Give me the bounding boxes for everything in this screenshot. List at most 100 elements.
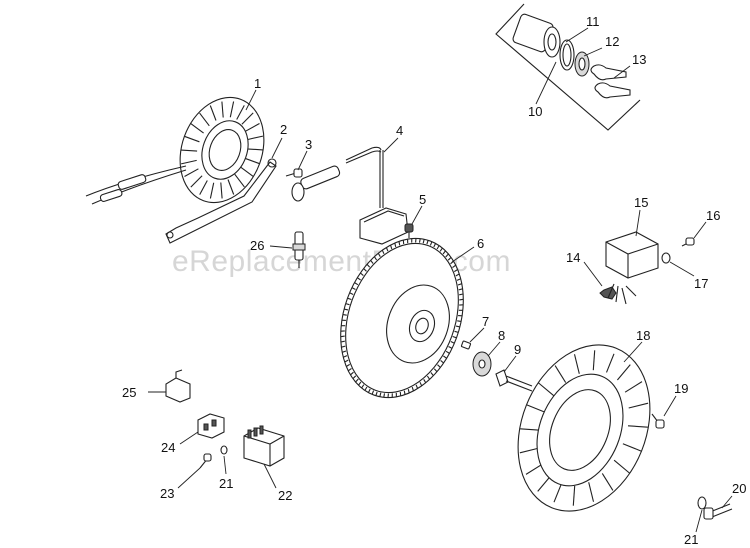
screw-19: [651, 413, 665, 429]
stator-tooth: [241, 112, 254, 125]
callout-13: 13: [632, 52, 646, 67]
flywheel-tooth: [445, 350, 450, 354]
callout-14: 14: [566, 250, 580, 265]
blower-fan: [517, 344, 651, 512]
flywheel-tooth: [347, 297, 352, 301]
fan-fin: [588, 482, 595, 502]
stator-tooth: [221, 101, 224, 118]
key-switch-assembly: [495, 3, 641, 131]
fan-fin: [538, 382, 555, 397]
flywheel-tooth: [360, 272, 364, 277]
flywheel-tooth: [383, 393, 386, 398]
flywheel-tooth: [407, 388, 410, 394]
stator-tooth: [220, 182, 223, 199]
flywheel-tooth: [448, 346, 453, 349]
terminal-24: [197, 413, 225, 439]
ground-bracket: [165, 158, 277, 244]
clip-25: [165, 369, 191, 403]
callout-4: 4: [396, 123, 403, 138]
fan-fin: [519, 447, 540, 454]
fan-fin: [627, 425, 648, 428]
flywheel-tooth: [456, 278, 461, 281]
flywheel-tooth: [358, 381, 362, 386]
fan-fin: [520, 428, 541, 431]
flywheel-tooth: [375, 391, 378, 396]
fan-fin: [613, 459, 630, 474]
flywheel-tooth: [379, 392, 382, 397]
callout-10: 10: [528, 104, 542, 119]
flywheel-tooth: [351, 287, 356, 290]
spark-plug: [292, 231, 306, 268]
stator-tooth: [229, 101, 235, 118]
flywheel-tooth: [340, 340, 345, 343]
stator-tooth: [199, 112, 210, 127]
callout-15: 15: [634, 195, 648, 210]
flywheel-tooth: [457, 283, 462, 286]
flywheel-tooth: [371, 390, 375, 395]
callout-6: 6: [477, 236, 484, 251]
stator-tooth: [234, 173, 245, 188]
callout-18: 18: [636, 328, 650, 343]
washer-21-left: [220, 445, 228, 455]
flywheel-tooth: [364, 386, 368, 391]
flywheel: [340, 237, 464, 399]
screw-3: [285, 168, 303, 178]
flywheel-tooth: [411, 386, 415, 392]
flywheel-tooth: [347, 367, 352, 372]
callout-21-left: 21: [219, 476, 233, 491]
screw-23: [199, 453, 212, 469]
watermark-text: eReplacementParts.com: [172, 245, 511, 278]
callout-7: 7: [482, 314, 489, 329]
flywheel-tooth: [419, 381, 423, 387]
flywheel-tooth: [340, 335, 345, 338]
rectifier-22: [243, 425, 285, 467]
callout-3: 3: [305, 137, 312, 152]
flywheel-tooth: [458, 288, 463, 291]
fan-fin: [525, 463, 544, 475]
flywheel-tooth: [370, 259, 374, 264]
stator-tooth: [190, 175, 203, 188]
flywheel-tooth: [345, 303, 350, 306]
fan-fin: [572, 485, 576, 506]
stator-tooth: [199, 180, 208, 195]
flywheel-tooth: [346, 363, 350, 367]
flywheel-tooth: [450, 341, 455, 344]
stator-tooth: [209, 182, 215, 199]
fan-fin: [624, 381, 643, 393]
flywheel-tooth: [430, 372, 434, 377]
stator-tooth: [180, 159, 197, 165]
flywheel-tooth: [385, 247, 389, 252]
flywheel-tooth: [429, 241, 433, 246]
callout-16: 16: [706, 208, 720, 223]
stator-tooth: [184, 168, 199, 177]
screw-16: [681, 237, 695, 247]
flywheel-tooth: [398, 241, 401, 246]
flywheel-tooth: [452, 264, 457, 269]
flywheel-tooth: [447, 257, 452, 261]
flywheel-tooth: [452, 335, 457, 339]
fan-fin: [537, 475, 552, 492]
flywheel-tooth: [344, 359, 349, 363]
flywheel-tooth: [356, 277, 361, 281]
callout-9: 9: [514, 342, 521, 357]
flywheel-tooth: [433, 368, 438, 373]
flywheel-tooth: [389, 244, 393, 250]
stator-tooth: [236, 105, 245, 120]
fan-fin: [622, 443, 642, 452]
flywheel-tooth: [455, 273, 460, 277]
flywheel-tooth: [440, 359, 444, 364]
callout-26: 26: [250, 238, 264, 253]
flywheel-tooth: [454, 330, 459, 333]
fan-fin: [573, 354, 580, 374]
stator: [85, 96, 265, 205]
flywheel-tooth: [422, 239, 425, 244]
stator-tooth: [247, 135, 264, 141]
regulator: [605, 231, 659, 305]
stator-tooth: [227, 179, 235, 195]
flywheel-tooth: [442, 250, 446, 255]
stator-tooth: [190, 123, 204, 134]
flywheel-tooth: [423, 379, 427, 383]
flywheel-tooth: [350, 371, 354, 376]
fan-fin: [601, 473, 614, 491]
flywheel-tooth: [343, 308, 349, 311]
